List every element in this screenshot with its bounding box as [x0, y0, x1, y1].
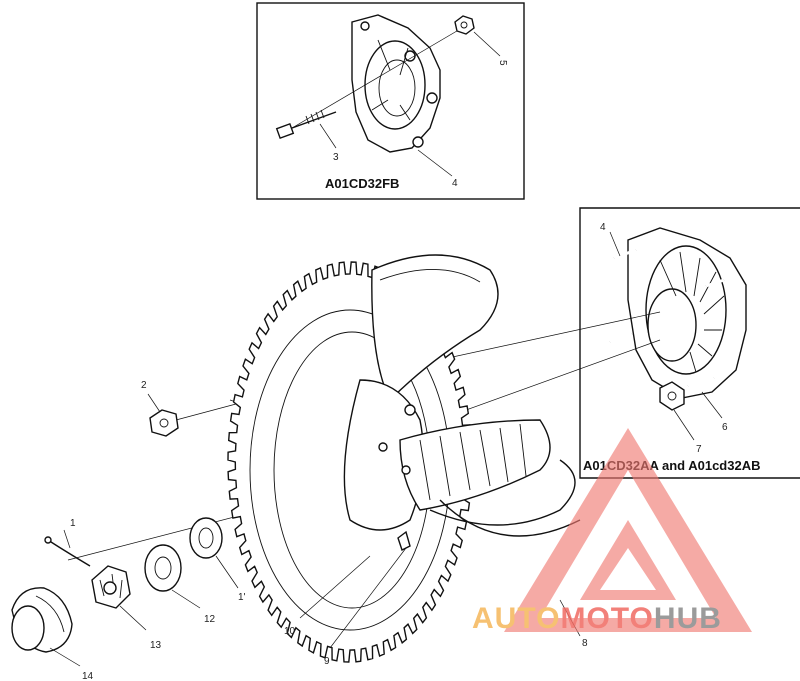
callout-14: 14 — [82, 671, 94, 681]
callout-1: 1 — [70, 518, 76, 529]
watermark-triangle-icon — [504, 428, 752, 632]
callout-2: 2 — [141, 380, 147, 391]
callout-4-top: 4 — [452, 178, 458, 189]
callout-13: 13 — [150, 640, 162, 651]
callout-12: 12 — [204, 614, 216, 625]
tire — [227, 254, 581, 663]
callout-7: 7 — [696, 444, 702, 455]
callout-6: 6 — [722, 422, 728, 433]
watermark-logo: AUTOMOTOHUB — [472, 428, 752, 635]
cotter-pin-1 — [44, 536, 91, 567]
watermark-moto: MOTO — [560, 602, 653, 635]
callout-10: 10 — [284, 626, 296, 637]
callout-5: 5 — [497, 60, 508, 66]
right-inset-box: 4 6 7 A01CD32AA and A01cd32AB — [579, 207, 800, 479]
callout-11: 1' — [238, 592, 246, 603]
watermark-auto: AUTO — [472, 602, 560, 635]
watermark-hub: HUB — [654, 602, 722, 635]
box-label-top: A01CD32FB — [325, 176, 399, 191]
lug-nut-7 — [659, 381, 685, 411]
washer-11 — [189, 517, 223, 559]
callout-4-right: 4 — [600, 222, 606, 233]
svg-text:AUTOMOTOHUB: AUTOMOTOHUB — [472, 602, 722, 635]
top-inset-box: 5 3 4 A01CD32FB — [256, 2, 525, 200]
nut-5 — [454, 15, 475, 35]
hub-casting-top — [351, 14, 441, 153]
callout-3: 3 — [333, 152, 339, 163]
bolt-3 — [275, 109, 337, 139]
washer-12 — [144, 544, 182, 592]
callout-8: 8 — [582, 638, 588, 649]
wheel-studs — [609, 248, 725, 388]
drum-hub-right — [627, 227, 747, 399]
castle-nut-13 — [91, 565, 131, 609]
hub-cap-14 — [11, 587, 73, 653]
axle-line-left — [175, 403, 237, 421]
callout-9: 9 — [324, 656, 330, 667]
nut-2 — [149, 409, 179, 437]
